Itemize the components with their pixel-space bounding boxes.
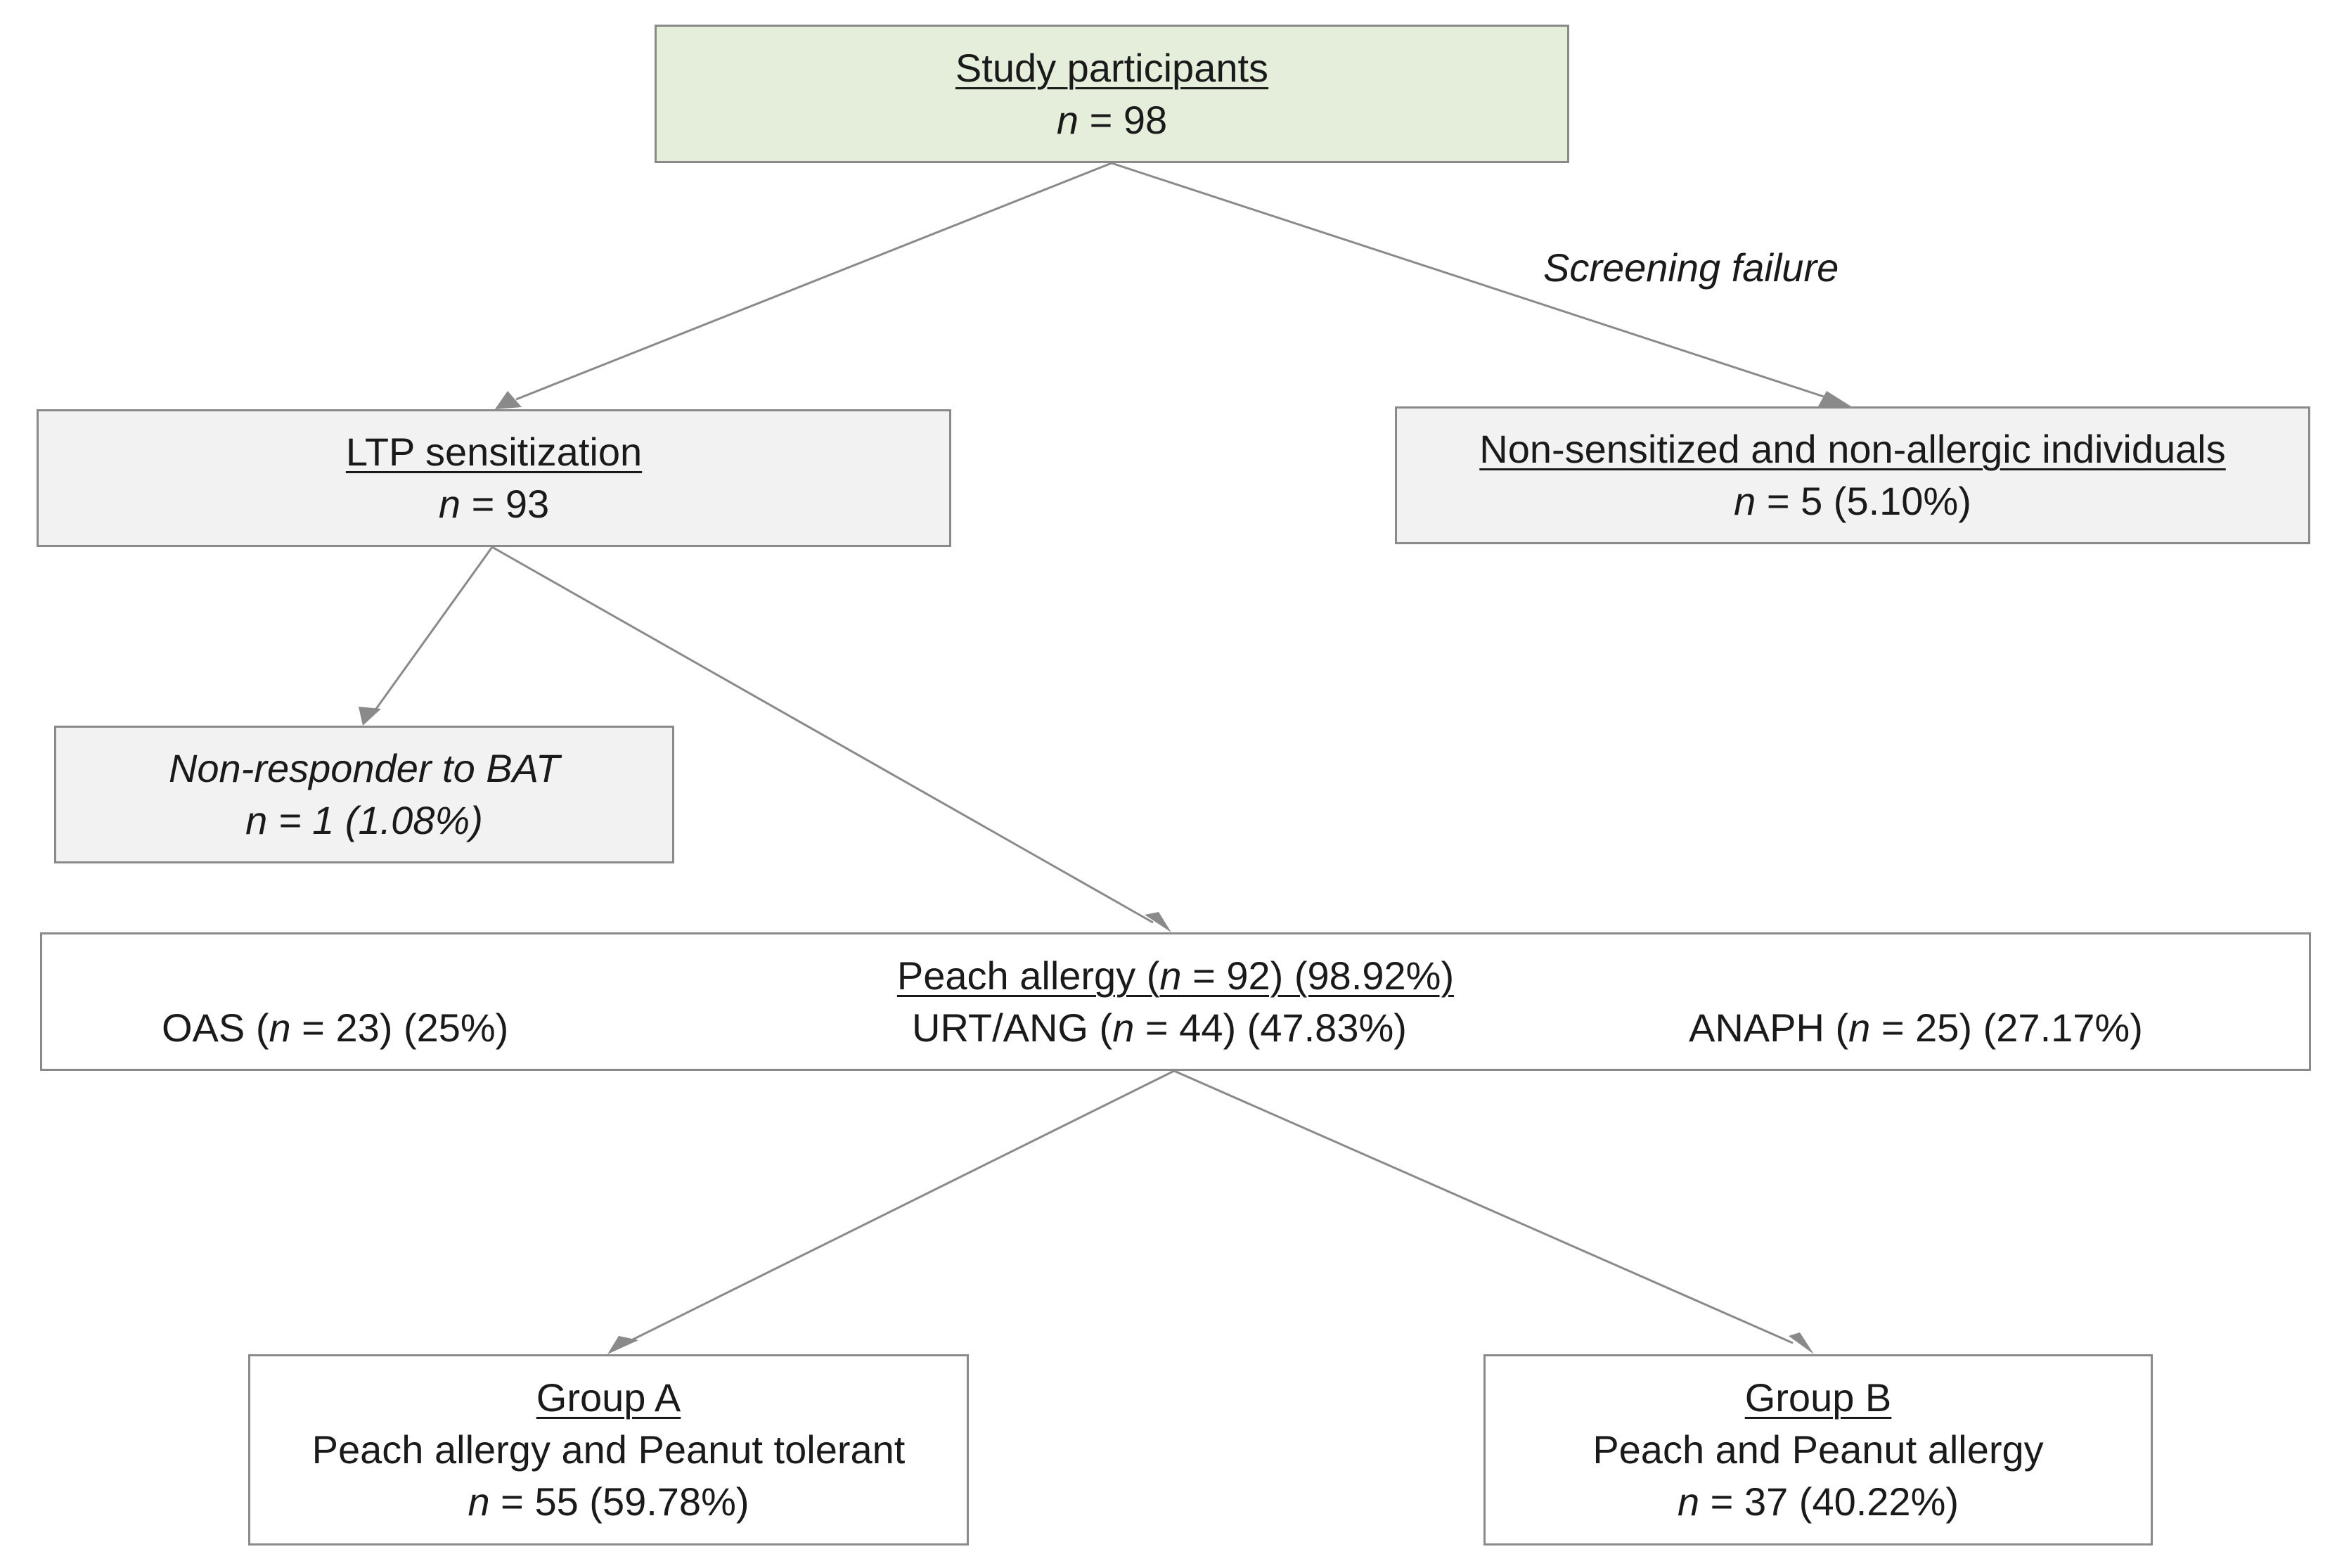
n-symbol: n (1056, 97, 1079, 142)
count-value: = 37 (40.22%) (1699, 1479, 1959, 1524)
study-participants-title: Study participants (955, 45, 1269, 90)
oas-post: = 23) (25%) (290, 1005, 509, 1050)
screening-failure-label: Screening failure (1543, 245, 1839, 290)
n-symbol: n (269, 1005, 291, 1050)
anaph-pre: ANAPH ( (1689, 1005, 1849, 1050)
n-symbol: n (1734, 479, 1756, 523)
peach-title-pre: Peach allergy ( (896, 953, 1160, 998)
peach-allergy-title: Peach allergy (n = 92) (98.92%) (42, 950, 2309, 1002)
arrowhead-peach (1145, 912, 1171, 932)
edge-study-to-ltp (515, 162, 1112, 401)
non-sensitized-count: n = 5 (5.10%) (1734, 475, 1971, 527)
non-responder-count: n = 1 (1.08%) (245, 798, 483, 842)
n-symbol: n (1159, 953, 1182, 998)
edge-ltp-to-peach (491, 546, 1154, 924)
peach-title-post: = 92) (98.92%) (1181, 953, 1455, 998)
anaph-post: = 25) (27.17%) (1870, 1005, 2143, 1050)
group-b-description: Peach and Peanut allergy (1592, 1427, 2044, 1472)
arrowhead-groupA (607, 1336, 638, 1354)
n-symbol: n (1112, 1005, 1135, 1050)
study-participants-box: Study participants n = 98 (655, 25, 1569, 163)
arrowhead-nonresp (359, 707, 381, 726)
edge-study-to-nonsens (1111, 162, 1829, 399)
study-participants-count: n = 98 (1057, 94, 1167, 146)
oas-pre: OAS ( (162, 1005, 269, 1050)
n-symbol: n (1677, 1479, 1700, 1524)
edge-peach-to-groupA (625, 1069, 1175, 1344)
non-sensitized-title: Non-sensitized and non-allergic individu… (1479, 427, 2226, 471)
group-a-box: Group A Peach allergy and Peanut toleran… (248, 1354, 969, 1545)
ltp-sensitization-title: LTP sensitization (345, 430, 643, 474)
anaph-subgroup: ANAPH (n = 25) (27.17%) (1689, 1002, 2143, 1054)
non-sensitized-box: Non-sensitized and non-allergic individu… (1395, 406, 2310, 544)
group-a-count: n = 55 (59.78%) (468, 1476, 749, 1528)
arrowhead-groupB (1789, 1332, 1814, 1354)
peach-allergy-box: Peach allergy (n = 92) (98.92%) OAS (n =… (40, 932, 2311, 1071)
count-value: = 55 (59.78%) (489, 1479, 749, 1524)
n-symbol: n (1848, 1005, 1871, 1050)
n-symbol: n (468, 1479, 490, 1524)
ltp-sensitization-box: LTP sensitization n = 93 (37, 409, 951, 547)
count-value: = 98 (1079, 97, 1168, 142)
count-value: = 93 (461, 482, 550, 526)
edge-ltp-to-nonresp (371, 546, 494, 714)
non-responder-box: Non-responder to BAT n = 1 (1.08%) (54, 726, 674, 863)
group-b-box: Group B Peach and Peanut allergy n = 37 … (1483, 1354, 2153, 1545)
count-value: = 5 (5.10%) (1756, 479, 1971, 523)
group-a-title: Group A (536, 1375, 681, 1420)
non-responder-title: Non-responder to BAT (168, 746, 560, 790)
oas-subgroup: OAS (n = 23) (25%) (162, 1002, 508, 1054)
group-a-description: Peach allergy and Peanut tolerant (311, 1427, 906, 1472)
arrowhead-ltp (495, 391, 522, 409)
n-symbol: n (438, 482, 461, 526)
urt-ang-subgroup: URT/ANG (n = 44) (47.83%) (912, 1002, 1407, 1054)
group-b-count: n = 37 (40.22%) (1678, 1476, 1959, 1528)
edge-peach-to-groupB (1173, 1069, 1794, 1344)
urt-pre: URT/ANG ( (912, 1005, 1113, 1050)
arrowhead-nonsens (1818, 391, 1851, 406)
ltp-sensitization-count: n = 93 (439, 478, 549, 530)
urt-post: = 44) (47.83%) (1134, 1005, 1407, 1050)
group-b-title: Group B (1744, 1375, 1892, 1420)
